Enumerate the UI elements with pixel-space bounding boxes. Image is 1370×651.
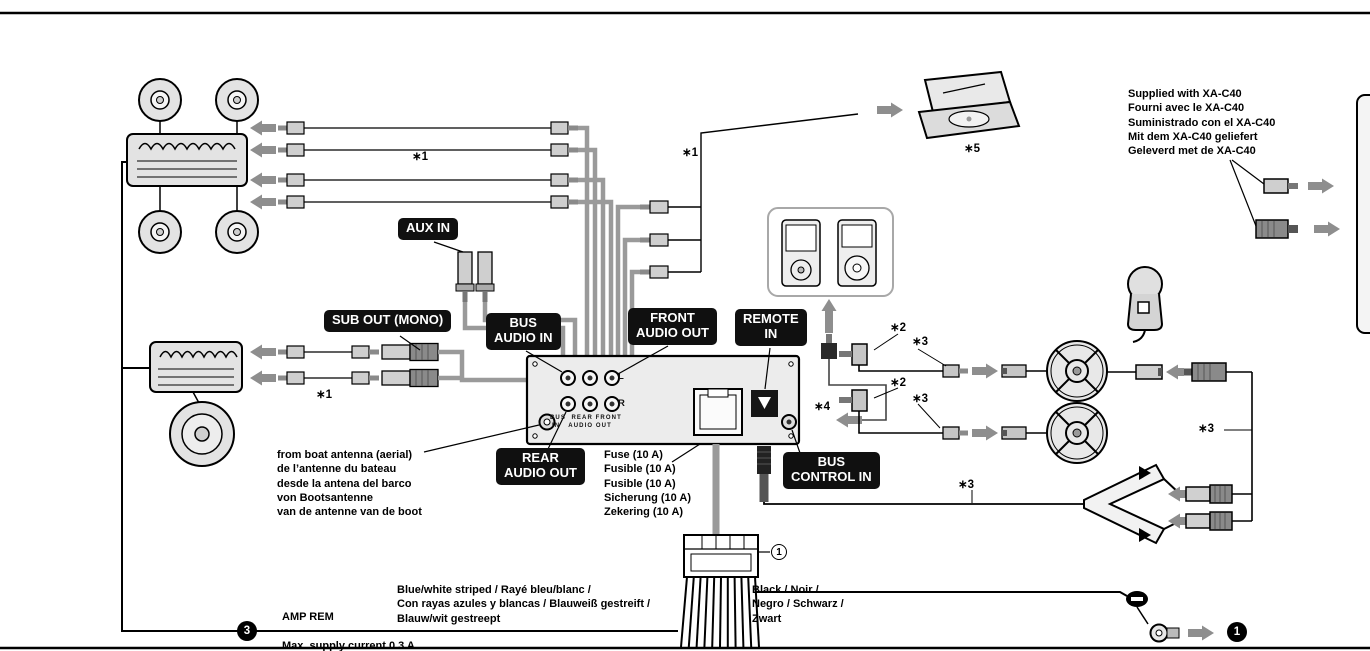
note-line: Mit dem XA-C40 geliefert <box>1128 130 1258 143</box>
marker-star4: ∗4 <box>814 401 831 413</box>
walkman-icon <box>781 219 821 287</box>
y-splitter <box>1083 372 1253 545</box>
port-row-label-1: BUS REAR FRONT <box>550 415 622 421</box>
amplifier-icon-top <box>126 133 248 187</box>
label-leaders <box>399 241 801 463</box>
label-line: AUDIO OUT <box>636 324 709 340</box>
note-line: Negro / Schwarz / <box>752 598 844 611</box>
note-line: Zekering (10 A) <box>604 506 684 519</box>
marker-star3: ∗3 <box>958 479 975 491</box>
note-line: van de antenne van de boot <box>277 506 422 519</box>
marker-star3: ∗3 <box>1198 423 1215 435</box>
label-line: CONTROL IN <box>791 468 872 484</box>
note-line: Con rayas azules y blancas / Blauweiß ge… <box>397 598 651 611</box>
note-max-current: Max. supply current 0.3 A <box>282 640 415 651</box>
note-line: Fusible (10 A) <box>604 463 676 476</box>
note-line: Black / Noir / <box>752 584 819 596</box>
marker-star3: ∗3 <box>912 393 929 405</box>
front-speakers-icons <box>138 78 259 254</box>
note-line: Suministrado con el XA-C40 <box>1128 116 1276 129</box>
note-black-wire: Black / Noir / Negro / Schwarz /Zwart <box>752 583 844 626</box>
label-line: REAR <box>522 450 559 465</box>
note-line: Zwart <box>752 612 782 625</box>
port-label-r: R <box>618 398 625 409</box>
rca-jacks <box>560 370 620 412</box>
ground-lead <box>755 591 1214 643</box>
note-line: von Bootsantenne <box>277 491 373 504</box>
label-aux-in: AUX IN <box>398 218 459 240</box>
note-line: de l’antenne du bateau <box>277 463 397 476</box>
head-unit-rear <box>525 354 801 446</box>
marker-star3: ∗3 <box>912 336 929 348</box>
right-speakers <box>1046 340 1108 464</box>
label-line: IN <box>764 325 778 341</box>
note-amp-rem: AMP REM <box>282 611 334 623</box>
xa-c40-connectors <box>1229 94 1370 334</box>
note-fuse: Fuse (10 A)Fusible (10 A)Fusible (10 A)S… <box>604 448 691 519</box>
rca-cables-subout <box>250 342 527 388</box>
marker-star1: ∗1 <box>682 147 699 159</box>
callout-1-harness: 1 <box>771 544 787 560</box>
ipod-icon <box>837 219 877 287</box>
media-players-box <box>767 207 894 428</box>
note-line: from boat antenna (aerial) <box>277 449 413 461</box>
note-line: Fuse (10 A) <box>604 449 663 461</box>
marker-star5: ∗5 <box>964 143 981 155</box>
bus-cable <box>757 446 1090 505</box>
marker-star2: ∗2 <box>890 322 907 334</box>
amp-rem-wire <box>121 161 678 632</box>
port-label-l: L <box>618 371 624 382</box>
marker-star2: ∗2 <box>890 377 907 389</box>
label-line: BUS <box>817 454 846 469</box>
callout-3-amp-rem: 3 <box>237 621 257 641</box>
wired-remote-icon <box>1126 266 1164 343</box>
label-line: REMOTE <box>743 311 799 326</box>
up-arrow <box>821 299 837 333</box>
note-line: Supplied with XA-C40 <box>1128 88 1242 100</box>
note-line: Blauw/wit gestreept <box>397 612 501 625</box>
left-arrow-remote <box>836 412 862 428</box>
note-line: desde la antena del barco <box>277 477 412 490</box>
label-line: AUDIO IN <box>494 329 553 345</box>
marker-star1: ∗1 <box>316 389 333 401</box>
portable-dvd-player-icon <box>917 70 1021 140</box>
label-sub-out-text: SUB OUT (MONO) <box>332 312 444 327</box>
label-line: BUS <box>509 315 537 330</box>
note-line: Sicherung (10 A) <box>604 491 691 504</box>
amplifier-icon-mid <box>149 341 243 393</box>
note-line: Fusible (10 A) <box>604 477 676 490</box>
label-line: FRONT <box>650 310 695 325</box>
rca-cables-top <box>250 120 614 357</box>
note-blue-white-wire: Blue/white striped / Rayé bleu/blanc / Co… <box>397 583 650 626</box>
callout-1-ground: 1 <box>1227 622 1247 642</box>
speaker-extension-cables <box>839 333 1252 441</box>
note-line: Blue/white striped / Rayé bleu/blanc / <box>397 584 591 596</box>
label-line: AUDIO OUT <box>504 464 577 480</box>
note-line: Fourni avec le XA-C40 <box>1128 102 1245 115</box>
changer-edge <box>1356 94 1370 334</box>
label-aux-in-text: AUX IN <box>406 220 451 235</box>
port-row-label-2: IN AUDIO OUT <box>552 423 612 429</box>
note-line: Geleverd met de XA-C40 <box>1128 145 1256 158</box>
subwoofer-icon <box>169 401 235 467</box>
dvd-av-plugs <box>615 102 903 357</box>
wire-harness <box>680 444 770 648</box>
label-sub-out: SUB OUT (MONO) <box>324 310 452 332</box>
note-boat-antenna: from boat antenna (aerial) de l’antenne d… <box>277 448 422 519</box>
marker-star1: ∗1 <box>412 151 429 163</box>
